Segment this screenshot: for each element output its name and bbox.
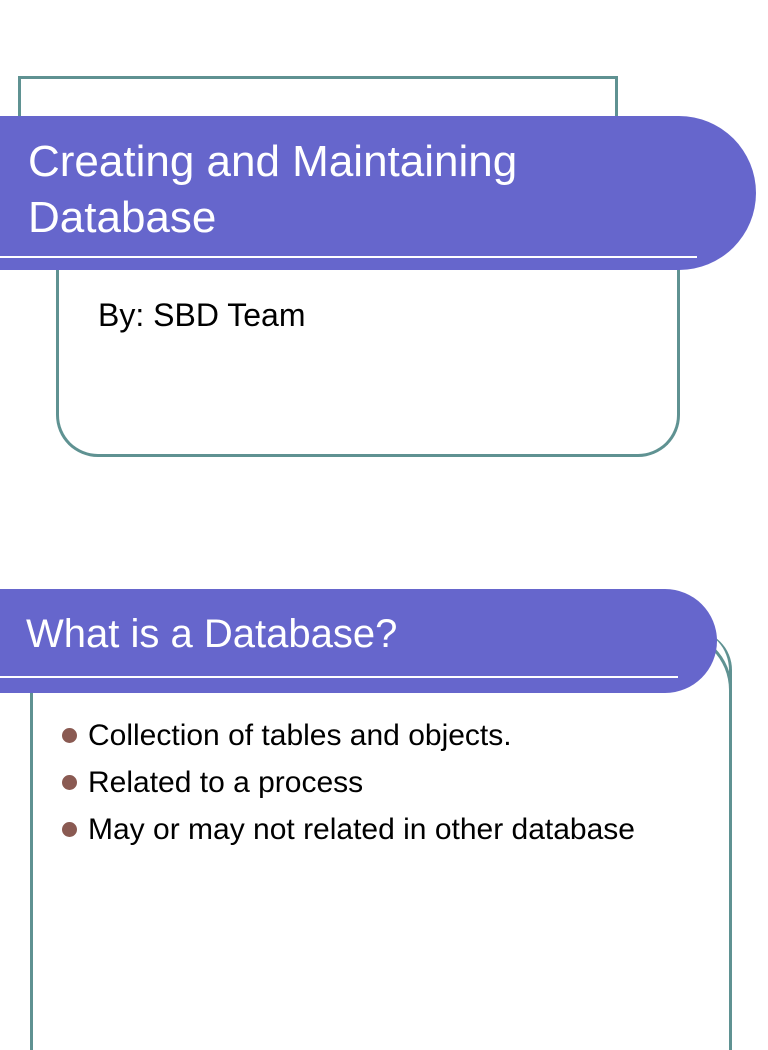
bullet-icon <box>62 822 77 837</box>
bullet-text: Related to a process <box>88 766 364 799</box>
slide-title: What is a Database? <box>26 612 398 656</box>
bullet-text: Collection of tables and objects. <box>88 719 512 752</box>
banner-underline <box>0 256 697 258</box>
list-item: Collection of tables and objects. <box>60 716 660 756</box>
list-item: Related to a process <box>60 763 660 803</box>
slide-subtitle: By: SBD Team <box>98 297 306 333</box>
list-item: May or may not related in other database <box>60 810 660 850</box>
title-banner <box>0 589 717 693</box>
bullet-icon <box>62 775 77 790</box>
banner-underline <box>0 676 678 678</box>
title-banner <box>0 116 756 270</box>
bullet-text: May or may not related in other database <box>88 813 635 846</box>
content-frame <box>30 630 732 1050</box>
slide-title: Creating and Maintaining Database <box>28 137 518 242</box>
bullet-icon <box>62 728 77 743</box>
bullet-list: Collection of tables and objects. Relate… <box>60 716 660 857</box>
title-slide: Creating and Maintaining Database By: SB… <box>0 0 768 500</box>
content-slide: What is a Database? Collection of tables… <box>0 560 768 1050</box>
